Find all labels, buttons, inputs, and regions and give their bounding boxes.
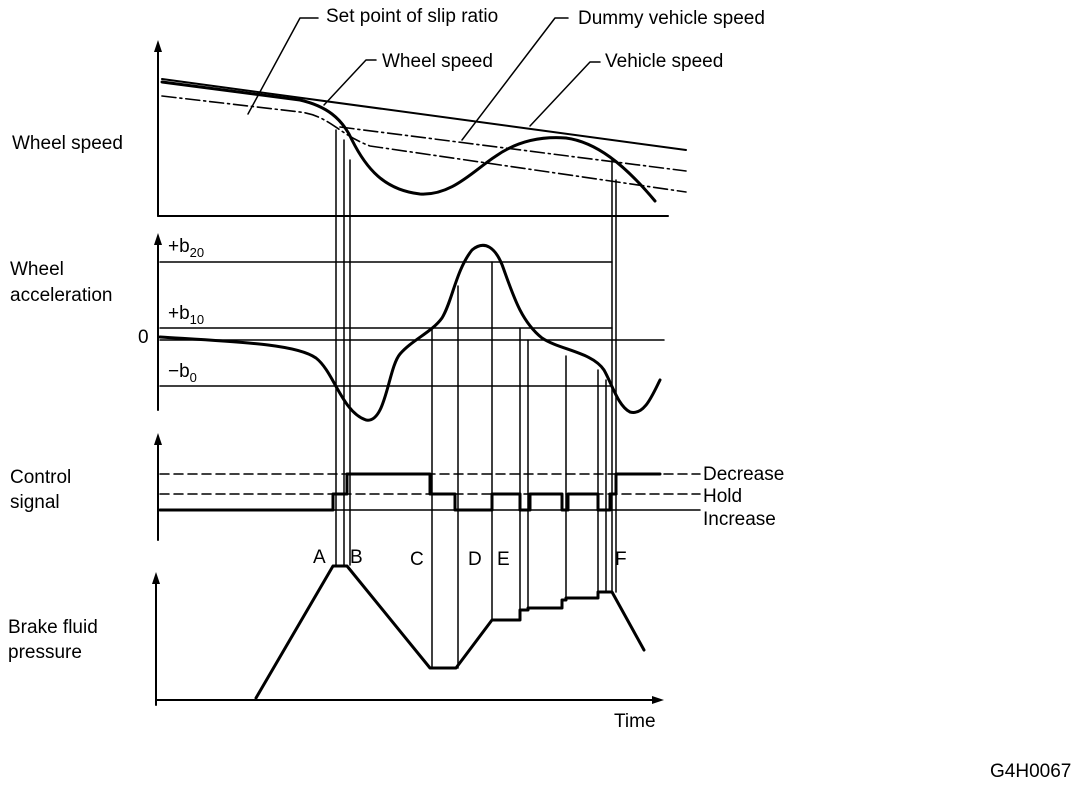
brake-label-1: Brake fluid <box>8 617 98 638</box>
wheel-speed-callout: Wheel speed <box>382 51 493 72</box>
b20-level-label: +b20 <box>168 235 204 265</box>
b20-subscript: 20 <box>189 245 205 260</box>
accel-reference-lines <box>159 261 665 387</box>
control-signal-trace <box>158 472 662 512</box>
b0-prefix: −b <box>168 361 190 382</box>
b10-subscript: 10 <box>189 312 205 327</box>
control-label-1: Control <box>10 467 72 488</box>
dummy-speed-callout: Dummy vehicle speed <box>578 8 765 29</box>
wheel-accel-label-1: Wheel <box>10 259 64 280</box>
phase-letter-b: B <box>350 547 363 568</box>
increase-level-label: Increase <box>703 509 776 530</box>
b10-prefix: +b <box>168 303 190 324</box>
phase-letter-e: E <box>497 549 510 570</box>
callout-leaders <box>247 17 601 141</box>
wheel-speed-panel-label: Wheel speed <box>12 133 123 154</box>
phase-letter-d: D <box>468 549 482 570</box>
time-axis-label: Time <box>614 711 656 732</box>
wheel-accel-label-2: acceleration <box>10 285 113 306</box>
wheel-speed-curve <box>160 80 657 203</box>
vehicle-speed-callout: Vehicle speed <box>605 51 724 72</box>
phase-letter-a: A <box>313 547 326 568</box>
figure-code: G4H0067 <box>990 761 1072 782</box>
phase-letter-f: F <box>615 549 627 570</box>
decrease-level-label: Decrease <box>703 464 785 485</box>
hold-level-label: Hold <box>703 486 743 507</box>
dummy-vehicle-speed-line <box>339 126 687 172</box>
zero-level-label: 0 <box>138 327 149 348</box>
slip-ratio-setpoint-line <box>161 95 687 193</box>
control-label-2: signal <box>10 492 60 513</box>
axes <box>152 40 669 706</box>
phase-guide-lines <box>335 129 617 669</box>
set-point-callout: Set point of slip ratio <box>326 6 499 27</box>
vehicle-speed-line <box>161 78 687 151</box>
b0-level-label: −b0 <box>168 360 197 390</box>
brake-label-2: pressure <box>8 642 82 663</box>
b10-level-label: +b10 <box>168 302 204 332</box>
brake-pressure-trace <box>254 564 646 700</box>
b0-subscript: 0 <box>189 370 197 385</box>
wheel-acceleration-curve <box>158 244 662 422</box>
phase-letter-c: C <box>410 549 424 570</box>
b20-prefix: +b <box>168 236 190 257</box>
